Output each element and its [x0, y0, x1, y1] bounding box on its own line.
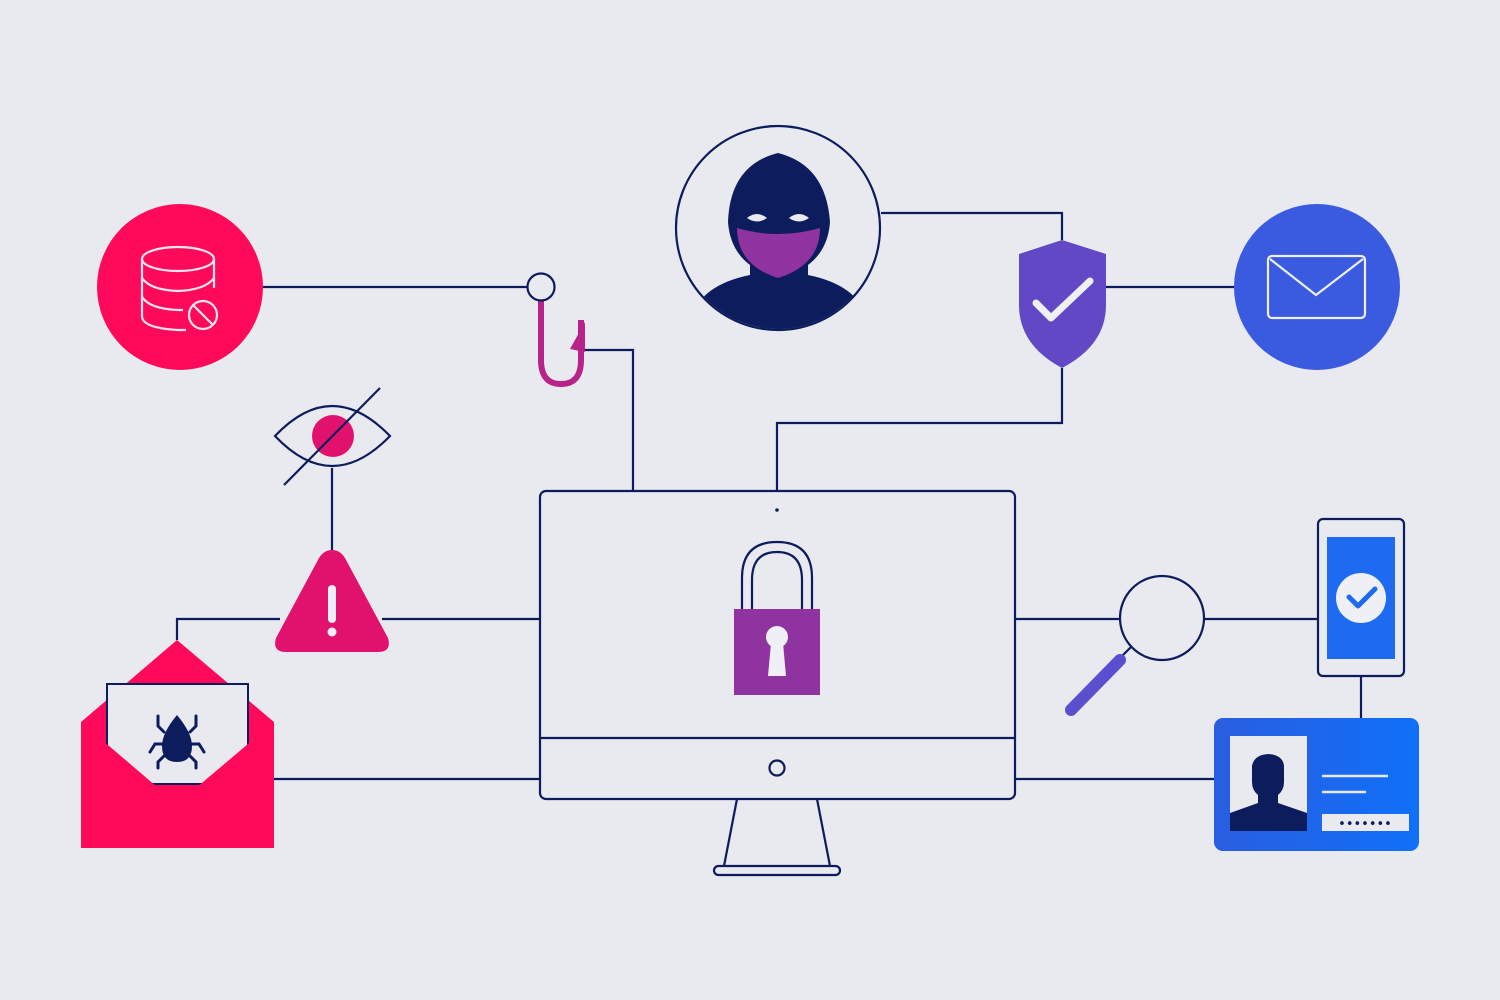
connector-lines	[175, 211, 1363, 781]
padlock-icon	[734, 540, 820, 695]
magnifier-icon	[1065, 574, 1206, 716]
phishing-hook-icon	[526, 272, 585, 388]
bug-icon	[148, 714, 206, 770]
email-icon	[1234, 204, 1400, 370]
warning-icon	[275, 550, 389, 652]
hacker-avatar	[674, 124, 882, 332]
password-mask: •••••••	[1338, 817, 1392, 832]
computer-monitor	[538, 489, 1017, 877]
shield-check-icon	[1019, 240, 1106, 368]
database-blocked-icon	[97, 204, 263, 370]
id-card-icon: •••••••	[1214, 718, 1419, 851]
verified-phone-icon	[1316, 517, 1406, 678]
malware-email-icon	[81, 640, 274, 848]
hidden-eye-icon	[273, 387, 392, 486]
